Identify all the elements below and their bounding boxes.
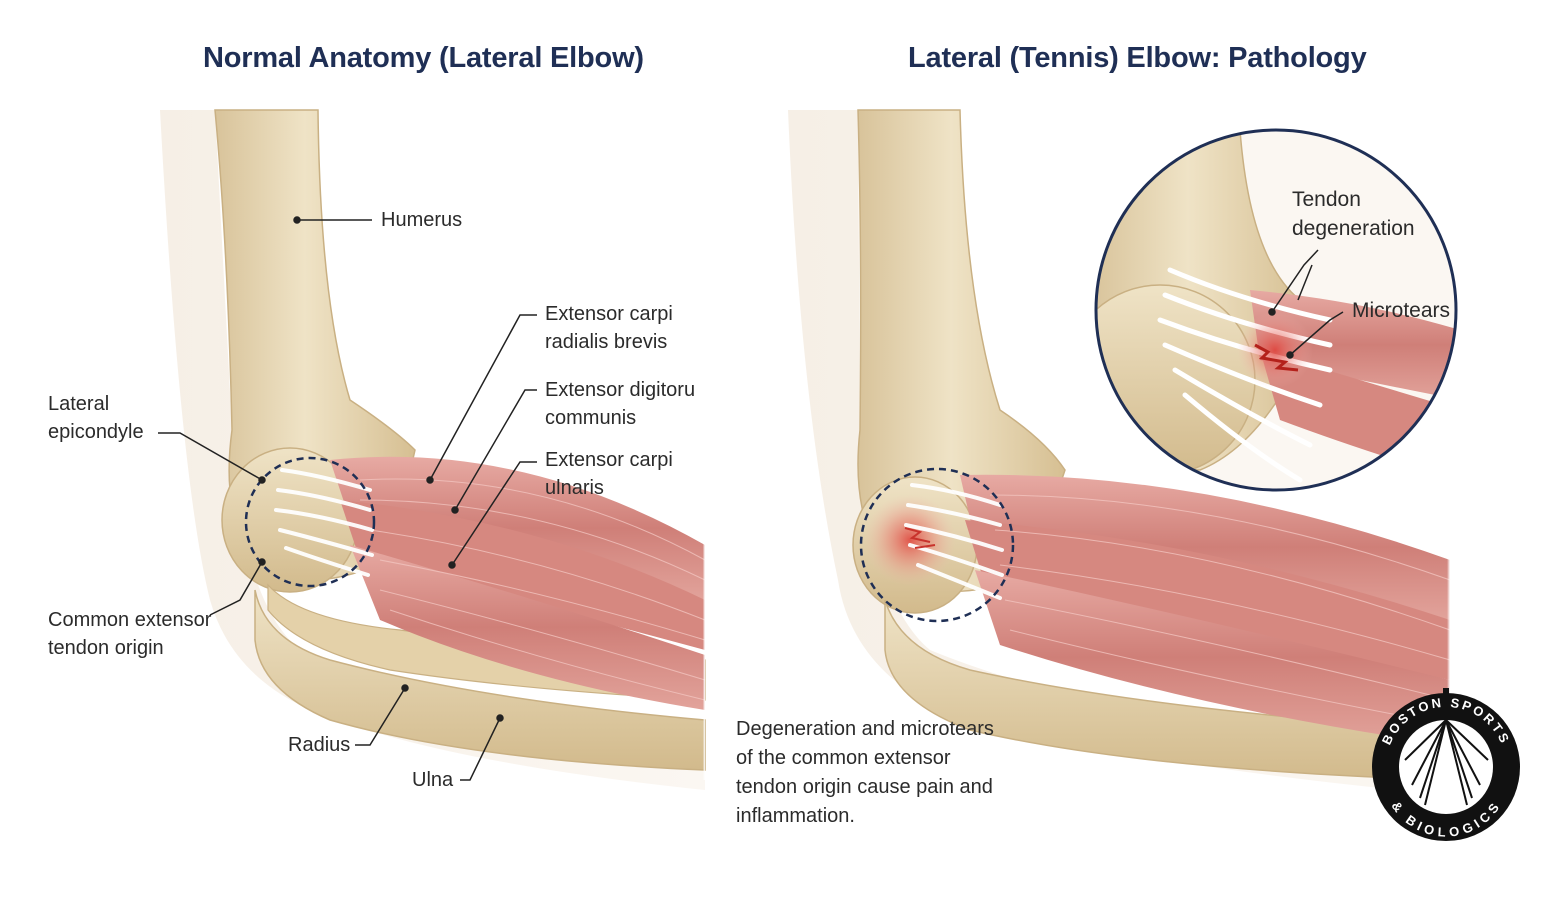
label-common-extensor-line-2: tendon origin bbox=[48, 637, 164, 659]
pathology-caption: Degeneration and microtears of the commo… bbox=[736, 715, 994, 831]
label-ulna: Ulna bbox=[412, 769, 454, 791]
caption-line-2: of the common extensor bbox=[736, 747, 951, 769]
label-ecrb-line-1: Extensor carpi bbox=[545, 303, 673, 325]
edc-muscle bbox=[340, 500, 705, 650]
right-panel-title: Lateral (Tennis) Elbow: Pathology bbox=[908, 42, 1367, 74]
label-tendon-degeneration-line-2: degeneration bbox=[1292, 217, 1415, 240]
label-ecrb-line-2: radialis brevis bbox=[545, 331, 668, 353]
label-ecu-line-1: Extensor carpi bbox=[545, 449, 673, 471]
right-leader-lines bbox=[1268, 249, 1344, 359]
edc-muscle-right bbox=[965, 520, 1450, 680]
caption-line-1: Degeneration and microtears bbox=[736, 718, 994, 740]
tendon-origin-highlight-circle bbox=[244, 456, 376, 588]
caption-line-4: inflammation. bbox=[736, 805, 855, 827]
label-tendon-degeneration-line-1: Tendon bbox=[1292, 188, 1361, 211]
left-panel bbox=[158, 109, 706, 790]
label-humerus: Humerus bbox=[381, 209, 463, 231]
label-lateral-epicondyle-line-2: epicondyle bbox=[48, 421, 144, 443]
label-lateral-epicondyle-line-1: Lateral bbox=[48, 393, 110, 415]
inset-border bbox=[1094, 128, 1458, 492]
label-tendon-degeneration: Tendon degeneration bbox=[1292, 185, 1415, 243]
logo-text: BOSTON SPORTS & BIOLOGICS bbox=[1379, 695, 1513, 840]
left-leader-lines bbox=[158, 216, 537, 781]
pathology-highlight-circle bbox=[859, 467, 1015, 623]
label-ecu: Extensor carpi ulnaris bbox=[545, 446, 673, 502]
label-common-extensor-line-1: Common extensor bbox=[48, 609, 212, 631]
microtear-marks bbox=[904, 527, 936, 549]
svg-text:BOSTON SPORTS: BOSTON SPORTS bbox=[1379, 695, 1513, 747]
inflammation-area bbox=[864, 494, 956, 586]
logo-bottom-text: & BIOLOGICS bbox=[1389, 798, 1501, 839]
ecu-muscle-right bbox=[975, 570, 1450, 745]
label-edc-line-1: Extensor digitoru bbox=[545, 379, 696, 401]
caption-line-3: tendon origin cause pain and bbox=[736, 776, 993, 798]
svg-text:& BIOLOGICS: & BIOLOGICS bbox=[1389, 798, 1504, 839]
label-lateral-epicondyle: Lateral epicondyle bbox=[48, 390, 144, 446]
left-panel-title: Normal Anatomy (Lateral Elbow) bbox=[203, 42, 644, 74]
skin-outline-right bbox=[788, 110, 1450, 795]
label-edc: Extensor digitoru communis bbox=[545, 376, 695, 432]
logo-top-text: BOSTON SPORTS bbox=[1379, 695, 1511, 747]
boston-sports-logo bbox=[1372, 688, 1520, 841]
ecu-muscle bbox=[350, 545, 705, 710]
label-ecu-line-2: ulnaris bbox=[545, 477, 604, 499]
label-common-extensor: Common extensor tendon origin bbox=[48, 606, 211, 662]
label-ecrb: Extensor carpi radialis brevis bbox=[545, 300, 673, 356]
label-microtears: Microtears bbox=[1352, 299, 1451, 322]
label-edc-line-2: communis bbox=[545, 407, 637, 429]
skin-outline bbox=[160, 110, 705, 790]
label-radius: Radius bbox=[288, 734, 351, 756]
